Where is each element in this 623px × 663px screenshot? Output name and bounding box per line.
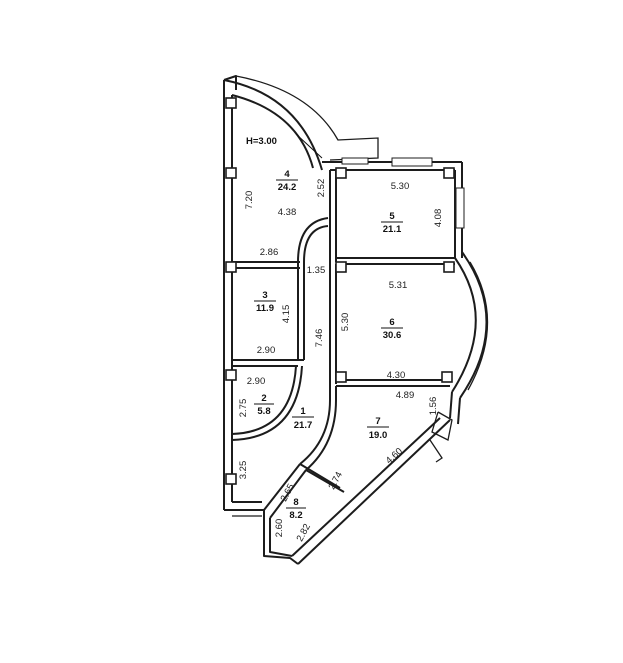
ceiling-height-label: H=3.00: [246, 136, 277, 147]
room-3-number: 3: [262, 290, 267, 301]
room-3-label: 3 11.9: [254, 290, 276, 314]
dim-corridor-length: 7.46: [314, 329, 325, 348]
outer-walls: [223, 75, 489, 565]
room-labels: 4 24.2 5 21.1 3 11.9 6 30.6 2 5.8 1 21.7: [254, 169, 403, 521]
dim-hall-left: 3.25: [238, 461, 249, 480]
dim-r6-bottom: 4.30: [387, 370, 406, 381]
room-2-number: 2: [261, 393, 266, 404]
dim-r4-bottom: 2.86: [260, 247, 279, 258]
dim-r3-right: 4.15: [281, 305, 292, 324]
dim-r4-left: 7.20: [244, 191, 255, 210]
room-7-label: 7 19.0: [367, 416, 389, 441]
room-6-label: 6 30.6: [381, 317, 403, 341]
dimension-labels: 7.20 4.38 2.52 2.86 5.30 4.08 1.35 5.31 …: [238, 179, 444, 544]
room-4-number: 4: [284, 169, 290, 180]
dim-r4-right: 2.52: [316, 179, 327, 198]
room-7-number: 7: [375, 416, 380, 427]
dim-corridor-top: 1.35: [307, 265, 326, 276]
dim-r7-inner: 2.74: [327, 470, 345, 491]
room-8-label: 8 8.2: [286, 497, 306, 521]
room-8-area: 8.2: [289, 510, 302, 521]
dim-r7-right: 1.56: [428, 397, 439, 416]
internal-walls: [231, 170, 455, 519]
structural-columns: [225, 97, 455, 485]
dim-r7-diagonal: 4.60: [384, 446, 405, 467]
room-5-label: 5 21.1: [381, 211, 403, 235]
windows: [341, 157, 465, 229]
room-7-area: 19.0: [369, 430, 388, 441]
room-6-area: 30.6: [383, 330, 402, 341]
dim-r6-left: 5.30: [340, 313, 351, 332]
room-1-area: 21.7: [294, 420, 313, 431]
dim-r7-top: 4.89: [396, 390, 415, 401]
room-5-area: 21.1: [383, 224, 402, 235]
room-8-number: 8: [293, 497, 298, 508]
dim-r5-top: 5.30: [391, 181, 410, 192]
dim-r2-top: 2.90: [247, 376, 266, 387]
room-4-area: 24.2: [278, 182, 297, 193]
room-4-label: 4 24.2: [276, 169, 298, 193]
room-5-number: 5: [389, 211, 395, 222]
dim-r5-right: 4.08: [433, 209, 444, 228]
room-2-label: 2 5.8: [254, 393, 274, 417]
room-3-area: 11.9: [256, 303, 274, 314]
dim-r6-top: 5.31: [389, 280, 408, 291]
room-6-number: 6: [389, 317, 394, 328]
room-1-label: 1 21.7: [292, 406, 314, 431]
room-1-number: 1: [300, 406, 306, 417]
room-2-area: 5.8: [257, 406, 270, 417]
dim-r3-bottom: 2.90: [257, 345, 276, 356]
dim-r8-left: 2.60: [274, 519, 285, 538]
dim-r4-inner: 4.38: [278, 207, 297, 218]
dim-r2-left: 2.75: [238, 399, 249, 418]
